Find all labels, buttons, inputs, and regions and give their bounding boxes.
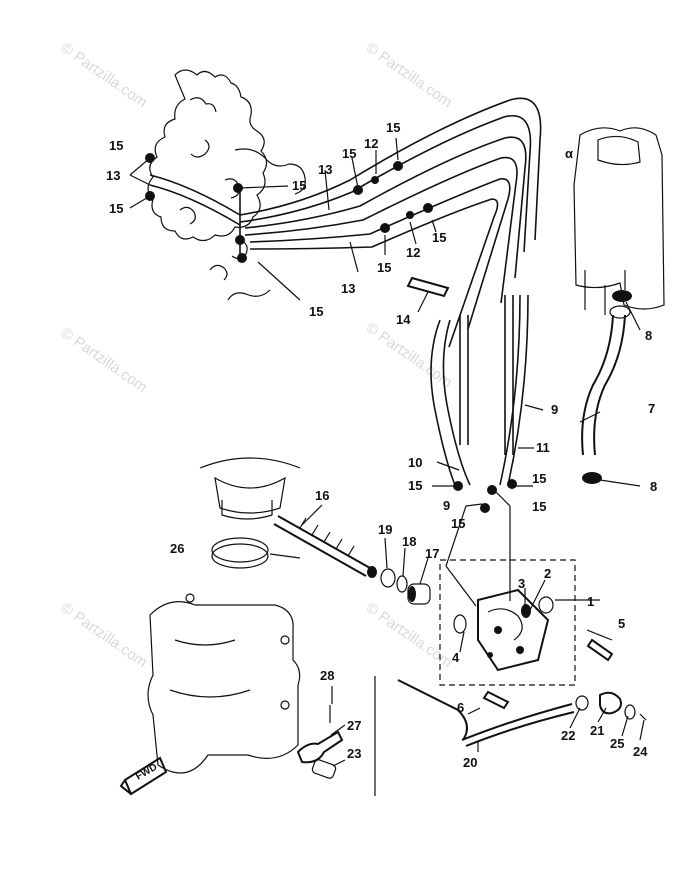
label-13a: 13 bbox=[106, 168, 120, 183]
plug-6 bbox=[482, 690, 510, 710]
watermark: © Partzilla.com bbox=[363, 319, 456, 391]
label-17: 17 bbox=[425, 546, 439, 561]
hose-bundle bbox=[149, 97, 542, 348]
label-24: 24 bbox=[633, 744, 648, 759]
label-10: 10 bbox=[408, 455, 422, 470]
label-26: 26 bbox=[170, 541, 184, 556]
label-15d: 15 bbox=[309, 304, 323, 319]
label-20: 20 bbox=[463, 755, 477, 770]
label-11: 11 bbox=[536, 440, 550, 455]
label-2: 2 bbox=[544, 566, 551, 581]
label-15j: 15 bbox=[532, 471, 546, 486]
parts-17-19 bbox=[380, 568, 431, 605]
parts-23-28 bbox=[296, 705, 344, 779]
label-3: 3 bbox=[518, 576, 525, 591]
label-9a: 9 bbox=[551, 402, 558, 417]
watermark: © Partzilla.com bbox=[58, 39, 151, 111]
watermark: © Partzilla.com bbox=[58, 324, 151, 396]
hose-7 bbox=[581, 290, 632, 484]
label-8b: 8 bbox=[650, 479, 657, 494]
oil-tank: α bbox=[565, 127, 665, 315]
label-15e: 15 bbox=[342, 146, 356, 161]
label-12a: 12 bbox=[364, 136, 378, 151]
fwd-arrow-icon: FWD bbox=[119, 756, 168, 796]
label-14: 14 bbox=[396, 312, 411, 327]
label-13b: 13 bbox=[318, 162, 332, 177]
label-28: 28 bbox=[320, 668, 334, 683]
fittings-21-25 bbox=[575, 691, 647, 721]
bracket-14 bbox=[406, 276, 450, 298]
label-7: 7 bbox=[648, 401, 655, 416]
label-6: 6 bbox=[457, 700, 464, 715]
label-21: 21 bbox=[590, 723, 604, 738]
hose-clamps bbox=[145, 153, 517, 513]
label-15l: 15 bbox=[451, 516, 465, 531]
label-25: 25 bbox=[610, 736, 624, 751]
label-4: 4 bbox=[452, 650, 460, 665]
label-15k: 15 bbox=[532, 499, 546, 514]
plug-5 bbox=[586, 638, 614, 662]
watermark: © Partzilla.com bbox=[363, 599, 456, 671]
label-18: 18 bbox=[402, 534, 416, 549]
fuel-filler bbox=[199, 457, 301, 520]
label-22: 22 bbox=[561, 728, 575, 743]
lower-engine-outline bbox=[147, 593, 301, 774]
label-15a: 15 bbox=[109, 138, 123, 153]
label-13c: 13 bbox=[341, 281, 355, 296]
hose-20 bbox=[374, 676, 575, 796]
label-15f: 15 bbox=[386, 120, 400, 135]
label-15b: 15 bbox=[109, 201, 123, 216]
shaft-16 bbox=[273, 515, 377, 578]
ring-26 bbox=[211, 537, 269, 569]
pump-assembly bbox=[439, 559, 576, 686]
hoses-lower bbox=[430, 294, 529, 486]
label-1: 1 bbox=[587, 594, 594, 609]
label-12b: 12 bbox=[406, 245, 420, 260]
watermark: © Partzilla.com bbox=[58, 599, 151, 671]
watermark: © Partzilla.com bbox=[363, 39, 456, 111]
label-15i: 15 bbox=[408, 478, 422, 493]
label-15h: 15 bbox=[432, 230, 446, 245]
label-23: 23 bbox=[347, 746, 361, 761]
leader-lines bbox=[129, 137, 645, 767]
label-8a: 8 bbox=[645, 328, 652, 343]
label-5: 5 bbox=[618, 616, 625, 631]
part-labels: 1 2 3 4 5 6 7 8 8 9 9 10 11 12 12 13 13 … bbox=[106, 120, 657, 770]
label-15g: 15 bbox=[377, 260, 391, 275]
label-27: 27 bbox=[347, 718, 361, 733]
engine-block-outline bbox=[147, 69, 306, 301]
label-16: 16 bbox=[315, 488, 329, 503]
label-9b: 9 bbox=[443, 498, 450, 513]
label-19: 19 bbox=[378, 522, 392, 537]
letter-a: α bbox=[565, 146, 573, 161]
label-15c: 15 bbox=[292, 178, 306, 193]
